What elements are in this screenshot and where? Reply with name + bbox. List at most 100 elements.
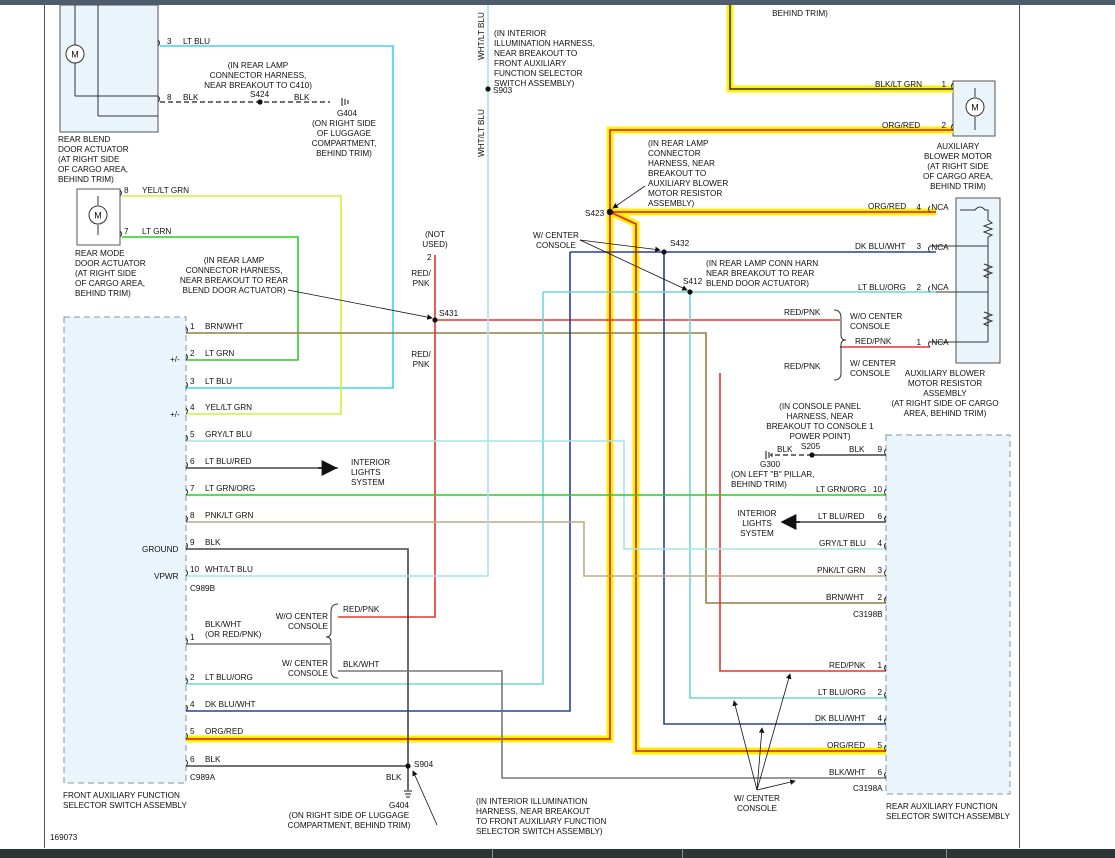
s904-label: S904 bbox=[414, 760, 434, 769]
pin-number: 2 bbox=[877, 593, 882, 602]
pointer-lines bbox=[287, 185, 796, 826]
rear-red-pnk: RED/PNK bbox=[829, 661, 866, 670]
aux-motor-symbol: M bbox=[965, 88, 985, 130]
pin-number: 4 bbox=[877, 714, 882, 723]
ground-label: GROUND bbox=[142, 545, 178, 554]
pin-number: 5 bbox=[190, 727, 195, 736]
front-lt-blu-org: LT BLU/ORG bbox=[205, 673, 253, 682]
wire-red-pnk-h2: RED/PNK bbox=[855, 337, 892, 346]
aux-motor-letter: M bbox=[971, 103, 979, 113]
g404-top-label: G404 bbox=[337, 109, 357, 118]
pin-number: 2 bbox=[877, 688, 882, 697]
rear-blk-ground: BLK bbox=[777, 445, 793, 454]
c989b-label: C989B bbox=[190, 584, 216, 593]
front-blk-wht-or: BLK/WHT(OR RED/PNK) bbox=[205, 620, 262, 639]
pin-number: 4 bbox=[190, 700, 195, 709]
wires bbox=[122, 5, 936, 790]
s432-label: S432 bbox=[670, 239, 690, 248]
pin-number: 5 bbox=[877, 741, 882, 750]
pin-number: 9 bbox=[190, 538, 195, 547]
pin-number: 10 bbox=[190, 565, 200, 574]
pin-number: 5 bbox=[190, 430, 195, 439]
wire-red-pnk-v1: RED/PNK bbox=[411, 269, 431, 288]
pin-number: 8 bbox=[124, 186, 129, 195]
figure-id: 169073 bbox=[50, 833, 78, 842]
wire-blk-label: BLK bbox=[183, 93, 199, 102]
pin-number: 4 bbox=[916, 203, 921, 212]
wire-dk-blu-wht-label: DK BLU/WHT bbox=[855, 242, 906, 251]
pin-number: 10 bbox=[873, 485, 883, 494]
diagram-sheet bbox=[44, 5, 1020, 848]
vpwr-label: VPWR bbox=[154, 572, 179, 581]
front-gry-lt-blu: GRY/LT BLU bbox=[205, 430, 252, 439]
front-pnk-lt-grn: PNK/LT GRN bbox=[205, 511, 253, 520]
pin-number: 4 bbox=[877, 539, 882, 548]
wire-org-red-top-label: ORG/RED bbox=[882, 121, 920, 130]
rear-lt-blu-red: LT BLU/RED bbox=[818, 512, 865, 521]
window-top-bar bbox=[0, 0, 1115, 5]
resistor-symbols bbox=[930, 206, 994, 343]
nca-label: NCA bbox=[931, 203, 949, 212]
s903-label: S903 bbox=[493, 86, 513, 95]
rear-lt-blu-org: LT BLU/ORG bbox=[818, 688, 866, 697]
front-dk-blu-wht: DK BLU/WHT bbox=[205, 700, 256, 709]
front-lt-blu: LT BLU bbox=[205, 377, 232, 386]
wire-yel-lt-grn-label: YEL/LT GRN bbox=[142, 186, 189, 195]
front-lt-blu-red: LT BLU/RED bbox=[205, 457, 252, 466]
pin-number: 1 bbox=[877, 661, 882, 670]
nca-label: NCA bbox=[931, 243, 949, 252]
wire-wht-lt-blu-v2: WHT/LT BLU bbox=[477, 109, 486, 157]
rear-gry-lt-blu: GRY/LT BLU bbox=[819, 539, 866, 548]
wire-lt-blu-label: LT BLU bbox=[183, 37, 210, 46]
pin-number: 6 bbox=[877, 512, 882, 521]
org-red-highlight bbox=[186, 5, 953, 755]
wire-blk-lt-grn-label: BLK/LT GRN bbox=[875, 80, 922, 89]
pin-number: 3 bbox=[916, 242, 921, 251]
wire-blk-wht-left: BLK/WHT bbox=[343, 660, 379, 669]
pin-number: 6 bbox=[877, 768, 882, 777]
splice-dots bbox=[257, 86, 815, 769]
pin-number: 2 bbox=[916, 283, 921, 292]
rear-blk-wht: BLK/WHT bbox=[829, 768, 865, 777]
s431-label: S431 bbox=[439, 309, 459, 318]
pin-number: 7 bbox=[124, 227, 129, 236]
s205-label: S205 bbox=[801, 442, 821, 451]
wire-lt-grn-label: LT GRN bbox=[142, 227, 171, 236]
rear-dk-blu-wht: DK BLU/WHT bbox=[815, 714, 866, 723]
pin-number: 2 bbox=[190, 673, 195, 682]
front-yel-lt-grn: YEL/LT GRN bbox=[205, 403, 252, 412]
mode-motor-symbol: M bbox=[88, 196, 108, 235]
rear-brn-wht: BRN/WHT bbox=[826, 593, 864, 602]
nca-label: NCA bbox=[931, 338, 949, 347]
connector-ticks bbox=[119, 39, 954, 779]
g300-note: (ON LEFT "B" PILLAR,BEHIND TRIM) bbox=[731, 470, 814, 489]
aux-resistor-box bbox=[955, 197, 1001, 364]
blend-motor-symbol: M bbox=[65, 5, 158, 117]
bottom-bar-divider bbox=[492, 849, 493, 858]
left-console-bracket bbox=[325, 603, 339, 679]
pin-number: 3 bbox=[167, 37, 172, 46]
pin-number: 1 bbox=[190, 633, 195, 642]
rear-pnk-lt-grn: PNK/LT GRN bbox=[817, 566, 865, 575]
s423-label: S423 bbox=[585, 209, 605, 218]
